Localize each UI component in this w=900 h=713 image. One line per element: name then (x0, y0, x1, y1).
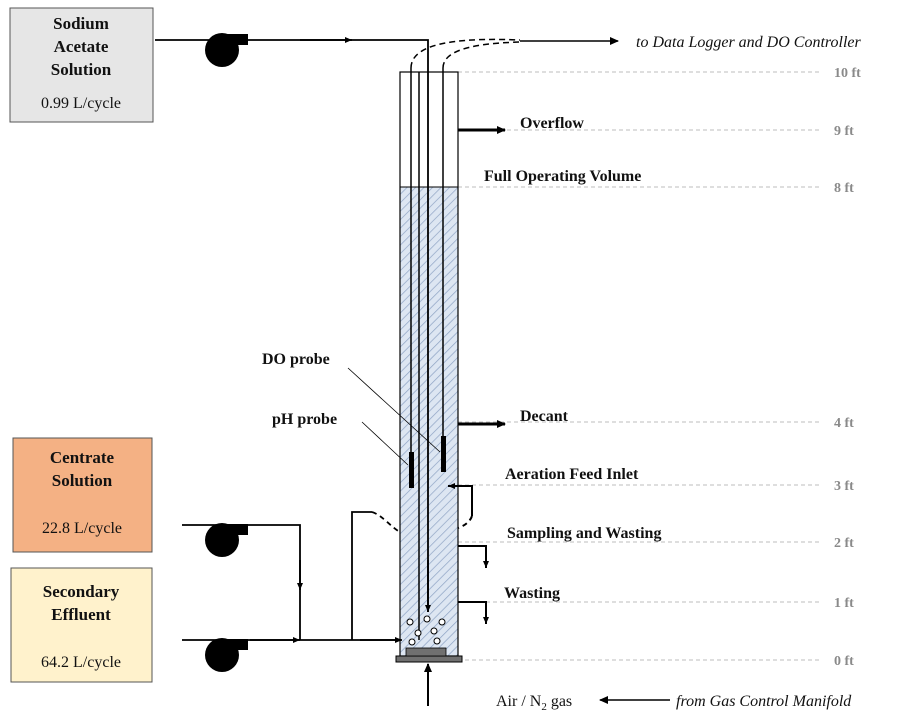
tick-9ft: 9 ft (834, 124, 854, 139)
ph-probe-body (409, 452, 414, 488)
pump-secondary-effluent (205, 638, 248, 672)
data-logger-cable-2 (442, 41, 521, 69)
outlet-ports (448, 126, 506, 624)
sodium-acetate-title-1: Sodium (53, 14, 109, 33)
wasting-port (458, 601, 487, 618)
diffuser (405, 647, 447, 657)
tick-0ft: 0 ft (834, 654, 854, 669)
to-data-logger-label: to Data Logger and DO Controller (636, 34, 862, 51)
sodium-acetate-value: 0.99 L/cycle (41, 95, 121, 112)
tick-8ft: 8 ft (834, 181, 854, 196)
do-probe-callout (347, 367, 441, 453)
air-bubbles (406, 615, 446, 646)
height-ticks: 10 ft 9 ft 8 ft 4 ft 3 ft 2 ft 1 ft 0 ft (834, 66, 861, 669)
sampling-port (458, 545, 487, 566)
centrate-box: Centrate Solution 22.8 L/cycle (12, 437, 153, 553)
sodium-acetate-title-2: Acetate (54, 37, 109, 56)
gas-label-main: Air / N (496, 693, 542, 710)
tick-2ft: 2 ft (834, 536, 854, 551)
overflow-label: Overflow (520, 115, 584, 132)
secondary-effluent-value: 64.2 L/cycle (41, 654, 121, 671)
reactor-column (395, 71, 463, 663)
wasting-label: Wasting (504, 585, 560, 602)
probe-leads (410, 37, 619, 640)
gas-label: Air / N2 gas (496, 693, 572, 713)
gas-label-tail: gas (547, 693, 572, 710)
ph-probe-label: pH probe (272, 411, 337, 428)
sodium-acetate-title-3: Solution (51, 60, 112, 79)
do-probe-label: DO probe (262, 351, 330, 368)
pump-sodium-acetate (205, 33, 248, 67)
from-gas-manifold-label: from Gas Control Manifold (676, 693, 852, 710)
centrate-value: 22.8 L/cycle (42, 520, 122, 537)
pump-centrate (205, 523, 248, 557)
tick-1ft: 1 ft (834, 596, 854, 611)
sampling-wasting-label: Sampling and Wasting (507, 525, 661, 542)
do-probe-body (441, 436, 446, 472)
full-operating-volume-label: Full Operating Volume (484, 168, 641, 185)
secondary-effluent-box: Secondary Effluent 64.2 L/cycle (10, 567, 153, 683)
secondary-effluent-title-2: Effluent (51, 605, 111, 624)
centrate-feed-line (182, 524, 303, 640)
tick-3ft: 3 ft (834, 479, 854, 494)
ph-probe-callout (361, 421, 409, 466)
decant-label: Decant (520, 408, 569, 425)
gas-label-subscript: 2 (541, 701, 547, 713)
data-logger-cable (410, 38, 521, 69)
sodium-acetate-box: Sodium Acetate Solution 0.99 L/cycle (9, 7, 154, 123)
tick-4ft: 4 ft (834, 416, 854, 431)
centrate-title-2: Solution (52, 471, 113, 490)
aeration-feed-inlet-label: Aeration Feed Inlet (505, 466, 639, 483)
height-gridlines (458, 71, 820, 661)
reactor-liquid (400, 187, 458, 656)
sodium-acetate-feed-line (155, 37, 431, 612)
centrate-title-1: Centrate (50, 448, 115, 467)
base-plate (395, 655, 463, 663)
tick-10ft: 10 ft (834, 66, 861, 81)
secondary-effluent-title-1: Secondary (43, 582, 120, 601)
